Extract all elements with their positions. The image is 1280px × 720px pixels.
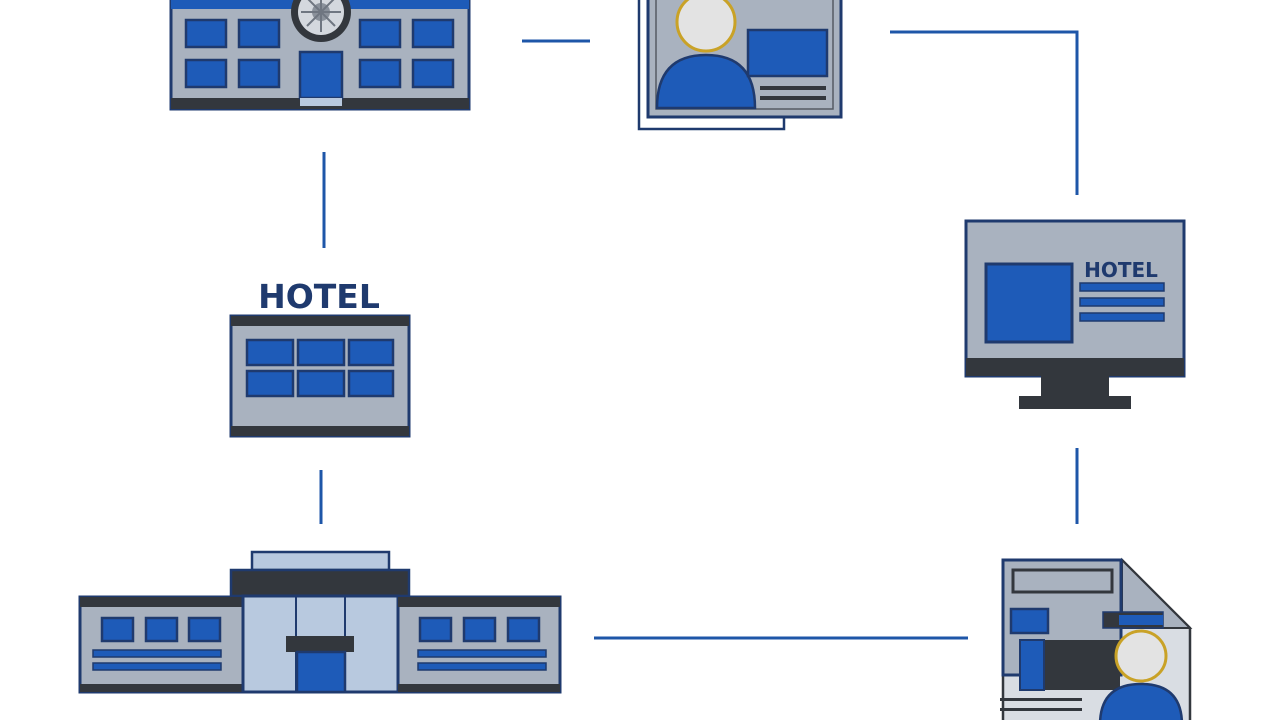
hotel-sign-label: HOTEL <box>258 277 380 316</box>
connector-lines <box>319 30 1079 640</box>
connector-idcard-to-monitor <box>890 30 1079 195</box>
monitor-sign-label: HOTEL <box>1084 258 1158 282</box>
id-card-icon <box>637 0 843 131</box>
government-building-icon <box>169 0 471 111</box>
booking-document-icon <box>1000 557 1193 720</box>
computer-monitor-icon: HOTEL <box>964 219 1186 409</box>
large-hotel-building-icon <box>78 550 562 694</box>
hotel-building-icon: HOTEL <box>229 277 411 438</box>
